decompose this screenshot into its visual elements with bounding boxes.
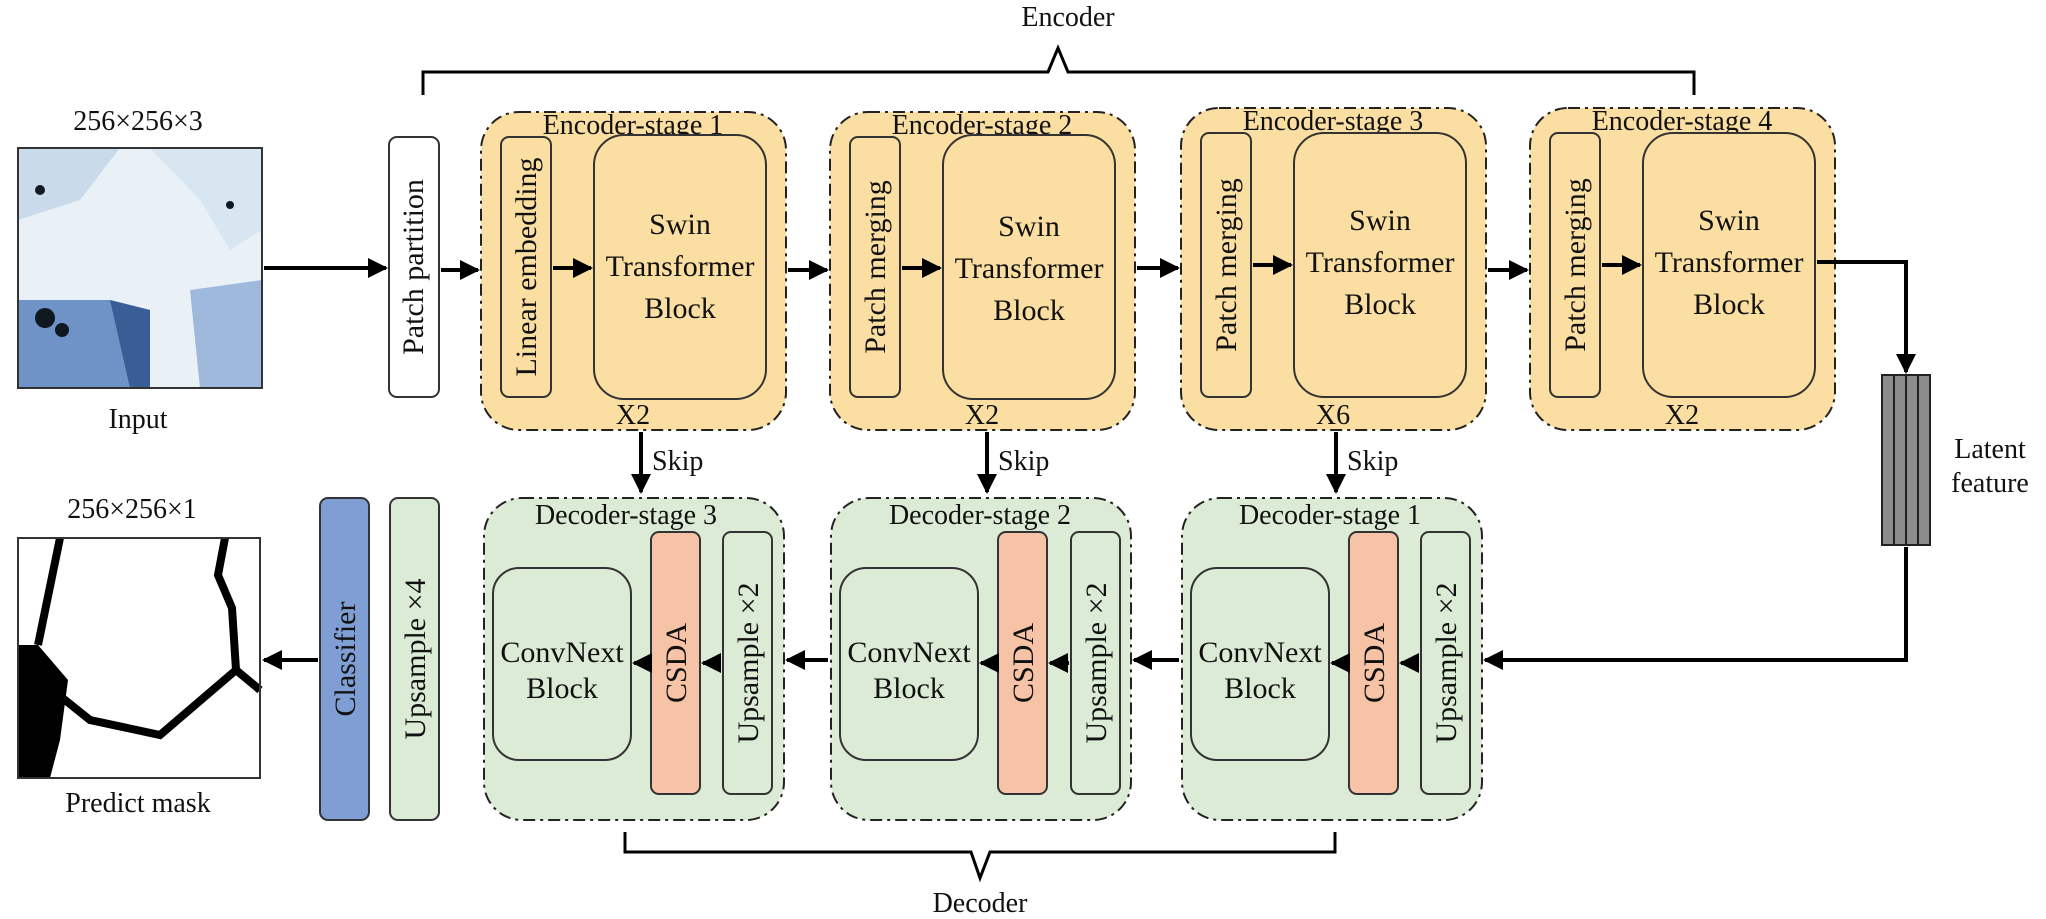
encoder-stage-2-block-line-2: Transformer [955, 252, 1104, 285]
encoder-stage-1-side-box [500, 136, 552, 398]
decoder-stage-3-block-line-1: ConvNext [500, 636, 624, 669]
decoder-stage-3-block-line-2: Block [526, 672, 598, 705]
encoder-stage-2-block-line-1: Swin [998, 210, 1060, 243]
encoder-stage-1-block-line-2: Transformer [606, 250, 755, 283]
encoder-stage-2: Encoder-stage 2 Patch merging Swin Trans… [829, 110, 1136, 431]
decoder-stage-3: Decoder-stage 3 ConvNext Block CSDA Upsa… [483, 497, 785, 821]
decoder-brace [623, 832, 1337, 883]
encoder-stage-2-side-box [849, 136, 901, 398]
encoder-stage-4-block-line-1: Swin [1698, 204, 1760, 237]
encoder-stage-4-side-label: Patch merging [1559, 178, 1592, 352]
classifier-label: Classifier [329, 602, 362, 717]
encoder-stage-1-side-label: Linear embedding [510, 157, 543, 376]
skip-connection-1: Skip [631, 432, 703, 494]
encoder-stage-3-swin-block [1293, 132, 1467, 398]
output-mask-image [17, 537, 263, 779]
encoder-stage-3: Encoder-stage 3 Patch merging Swin Trans… [1180, 106, 1487, 431]
decoder-stage-2-csda-label: CSDA [1007, 623, 1040, 703]
decoder-stage-1-title: Decoder-stage 1 [1239, 500, 1421, 531]
output-dims: 256×256×1 [67, 494, 197, 525]
encoder-stage-3-title: Encoder-stage 3 [1243, 106, 1424, 137]
decoder-stage-2-title: Decoder-stage 2 [889, 500, 1071, 531]
latent-label-line-2: feature [1951, 468, 2029, 499]
output-caption: Predict mask [65, 788, 210, 819]
encoder-stage-3-block-line-2: Transformer [1306, 246, 1455, 279]
encoder-stage-3-side-label: Patch merging [1210, 178, 1243, 352]
decoder-stage-3-title: Decoder-stage 3 [535, 500, 717, 531]
encoder-stage-1-block-line-1: Swin [649, 208, 711, 241]
classifier-box: Classifier [319, 497, 370, 821]
decoder-stage-1-upsample-box [1420, 531, 1471, 795]
decoder-stage-2-upsample-label: Upsample ×2 [1080, 582, 1113, 743]
encoder-stage-3-block-line-1: Swin [1349, 204, 1411, 237]
decoder-stage-1-block-line-2: Block [1224, 672, 1296, 705]
encoder-brace [421, 44, 1696, 95]
encoder-stage-4-side-box [1549, 132, 1601, 398]
decoder-stage-2-upsample-box [1070, 531, 1121, 795]
encoder-stage-4-block-line-3: Block [1693, 288, 1765, 321]
latent-feature [1881, 374, 1931, 546]
input-image [17, 147, 263, 389]
decoder-stage-1-block-line-1: ConvNext [1198, 636, 1322, 669]
encoder-stage-1-block-line-3: Block [644, 292, 716, 325]
encoder-stage-1-repeat: X2 [616, 400, 650, 431]
decoder-stage-1-csda-label: CSDA [1358, 623, 1391, 703]
decoder-stage-3-upsample-label: Upsample ×2 [732, 582, 765, 743]
skip-label-2: Skip [998, 446, 1049, 477]
decoder-stage-2: Decoder-stage 2 ConvNext Block CSDA Upsa… [830, 497, 1132, 821]
encoder-stage-2-repeat: X2 [965, 400, 999, 431]
decoder-stage-3-csda-label: CSDA [660, 623, 693, 703]
flow-arrows [262, 255, 1916, 673]
decoder-stage-3-upsample-box [722, 531, 773, 795]
encoder-stage-3-block-line-3: Block [1344, 288, 1416, 321]
skip-label-3: Skip [1347, 446, 1398, 477]
encoder-stage-4-swin-block [1642, 132, 1816, 398]
encoder-stage-2-side-label: Patch merging [859, 180, 892, 354]
decoder-label: Decoder [933, 888, 1029, 919]
final-upsample-box: Upsample ×4 [389, 497, 440, 821]
arrow-latent-to-decoder [1483, 547, 1908, 670]
input-dims: 256×256×3 [73, 106, 203, 137]
encoder-label: Encoder [1021, 2, 1115, 33]
encoder-stage-4-repeat: X2 [1665, 400, 1699, 431]
decoder-stage-2-block-line-1: ConvNext [847, 636, 971, 669]
patch-partition-box: Patch partition [388, 136, 440, 398]
latent-label-line-1: Latent [1954, 434, 2026, 465]
skip-label-1: Skip [652, 446, 703, 477]
encoder-stage-2-block-line-3: Block [993, 294, 1065, 327]
decoder-stage-1-upsample-label: Upsample ×2 [1430, 582, 1463, 743]
arrow-stage4-to-latent [1817, 260, 1916, 374]
encoder-stage-4-block-line-2: Transformer [1655, 246, 1804, 279]
encoder-stage-2-swin-block [942, 134, 1116, 400]
decoder-stage-2-convnext-block [839, 567, 979, 761]
encoder-stage-3-side-box [1200, 132, 1252, 398]
encoder-stage-4: Encoder-stage 4 Patch merging Swin Trans… [1529, 106, 1836, 431]
decoder-stage-3-convnext-block [492, 567, 632, 761]
input-caption: Input [108, 404, 167, 435]
patch-partition-label: Patch partition [397, 179, 430, 355]
skip-connection-2: Skip [977, 432, 1049, 494]
skip-connection-3: Skip [1326, 432, 1398, 494]
encoder-stage-1: Encoder-stage 1 Linear embedding Swin Tr… [480, 110, 787, 431]
encoder-stage-4-title: Encoder-stage 4 [1592, 106, 1773, 137]
decoder-stage-1: Decoder-stage 1 ConvNext Block CSDA Upsa… [1181, 497, 1483, 821]
final-upsample-label: Upsample ×4 [399, 578, 432, 739]
decoder-stage-2-block-line-2: Block [873, 672, 945, 705]
decoder-stage-1-convnext-block [1190, 567, 1330, 761]
encoder-stage-3-repeat: X6 [1316, 400, 1350, 431]
encoder-stage-1-swin-block [593, 134, 767, 400]
